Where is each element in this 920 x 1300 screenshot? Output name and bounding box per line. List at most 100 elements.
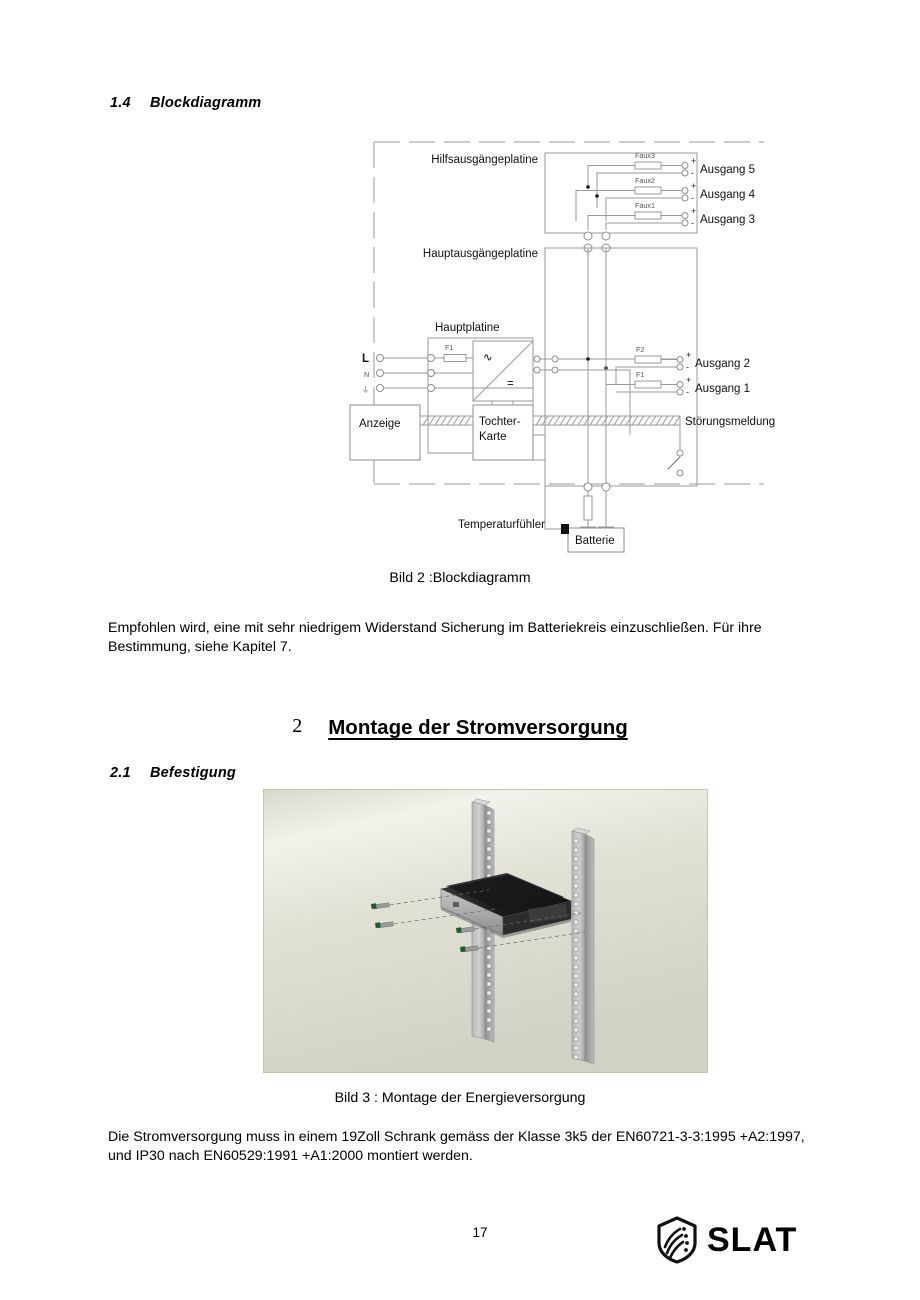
battery-terminal-plus <box>583 482 593 492</box>
converter-dc-minus <box>533 366 541 374</box>
board-earth-terminal <box>427 384 435 392</box>
mounting-screws <box>371 889 586 953</box>
aux1-fuse-symbol <box>634 211 662 220</box>
battery-terminal-minus <box>601 482 611 492</box>
aux1-fuse-label: Faux1 <box>635 201 655 210</box>
relay-contact-arm <box>667 456 681 470</box>
heading-1-4-title: Blockdiagramm <box>150 95 262 111</box>
aux-junction-2 <box>595 194 599 198</box>
heading-1-4-number: 1.4 <box>110 95 131 111</box>
output5-minus: - <box>691 168 694 178</box>
converter-diagonal <box>472 340 534 402</box>
main-output-board-box <box>544 247 698 487</box>
board-neutral-terminal <box>427 369 435 377</box>
output1-fuse-label: F1 <box>636 370 644 379</box>
output-board-in-plus <box>551 355 559 363</box>
slat-logo: SLAT <box>655 1216 797 1264</box>
aux1-return <box>605 222 685 230</box>
output4-minus: - <box>691 193 694 203</box>
paragraph-mounting-spec: Die Stromversorgung muss in einem 19Zoll… <box>108 1129 805 1164</box>
daughter-card-label-line2: Karte <box>479 431 507 443</box>
converter-dc-symbol: = <box>507 378 514 390</box>
paragraph-battery-fuse: Empfohlen wird, eine mit sehr niedrigem … <box>108 620 762 655</box>
converter-ac-symbol: ∿ <box>483 352 493 364</box>
battery-fuse-symbol <box>583 495 593 521</box>
output1-label: Ausgang 1 <box>695 383 750 395</box>
power-supply-unit <box>440 873 572 938</box>
output2-fuse-label: F2 <box>636 345 644 354</box>
aux2-fuse-symbol <box>634 186 662 195</box>
aux3-fuse-symbol <box>634 161 662 170</box>
aux2-return <box>605 197 685 221</box>
rack-mounting-illustration <box>263 789 708 1073</box>
heading-2-1-number: 2.1 <box>110 765 131 781</box>
output5-label: Ausgang 5 <box>700 164 755 176</box>
output-board-in-minus <box>551 366 559 374</box>
figure3-caption: Bild 3 : Montage der Energieversorgung <box>334 1090 586 1106</box>
output4-terminal-group: + - Ausgang 4 <box>681 181 756 203</box>
figure3-image <box>263 789 708 1073</box>
output2-terminal-group: + - Ausgang 2 <box>676 350 750 372</box>
output1-terminal-group: + - Ausgang 1 <box>676 375 750 397</box>
fault-signal-label: Störungsmeldung <box>685 416 775 428</box>
heading-chapter-2: 2 Montage der Stromversorgung <box>0 715 920 740</box>
rack-rail-right <box>571 827 595 1065</box>
aux-junction-1 <box>586 185 590 189</box>
output5-terminal-group: + - Ausgang 5 <box>681 156 755 178</box>
dc-minus-bus <box>558 369 631 435</box>
input-earth-label: ⏚ <box>362 385 369 394</box>
aux3-wire-in <box>587 165 635 187</box>
aux3-fuse-label: Faux3 <box>635 151 655 160</box>
aux-connector-right-top <box>601 231 611 241</box>
aux2-wire-in <box>575 190 635 221</box>
output2-fuse-symbol <box>634 355 662 364</box>
output2-minus: - <box>686 362 689 372</box>
heading-2-1-befestigung: 2.1 Befestigung <box>110 765 236 781</box>
output3-minus: - <box>691 218 694 228</box>
heading-1-4-blockdiagramm: 1.4 Blockdiagramm <box>110 95 261 111</box>
main-output-board-label: Hauptausgängeplatine <box>423 248 538 260</box>
temperature-sensor-label: Temperaturfühler <box>458 519 545 531</box>
chapter-2-title: Montage der Stromversorgung <box>328 716 628 739</box>
input-earth-terminal <box>376 384 384 392</box>
temperature-sensor-symbol <box>561 524 569 534</box>
figure2-caption: Bild 2 :Blockdiagramm <box>389 570 531 586</box>
aux1-wire-in <box>587 215 635 230</box>
output3-plus: + <box>691 206 696 216</box>
output1-minus: - <box>686 387 689 397</box>
display-label: Anzeige <box>359 418 401 430</box>
daughter-card-label-line1: Tochter- <box>479 416 521 428</box>
output2-plus: + <box>686 350 691 360</box>
main-fuse-label: F1 <box>445 343 453 352</box>
input-line-terminal <box>376 354 384 362</box>
chapter-2-number: 2 <box>292 715 303 737</box>
daughter-card-box <box>472 404 534 461</box>
slat-wordmark: SLAT <box>707 1221 798 1259</box>
battery-box <box>567 527 625 553</box>
aux-board-box <box>544 152 698 234</box>
converter-dc-plus <box>533 355 541 363</box>
converter-box <box>472 340 534 402</box>
main-board-label: Hauptplatine <box>435 322 500 334</box>
input-neutral-label: N <box>364 370 369 379</box>
aux-connector-left-top <box>583 231 593 241</box>
heading-2-1-title: Befestigung <box>150 765 236 781</box>
block-diagram-figure: Hilfsausgängeplatine Faux3 Faux2 Faux1 +… <box>349 141 775 553</box>
output2-label: Ausgang 2 <box>695 358 750 370</box>
output5-plus: + <box>691 156 696 166</box>
output3-label: Ausgang 3 <box>700 214 755 226</box>
board-line-terminal <box>427 354 435 362</box>
daughter-card-uplink <box>491 401 514 405</box>
input-neutral-terminal <box>376 369 384 377</box>
output1-plus: + <box>686 375 691 385</box>
display-box <box>349 404 421 461</box>
relay-node-top <box>676 449 684 457</box>
main-fuse-symbol <box>443 354 467 362</box>
input-line-label: L <box>362 353 369 365</box>
output3-terminal-group: + - Ausgang 3 <box>681 206 755 228</box>
output2-return <box>615 366 680 385</box>
relay-node-bottom <box>676 469 684 477</box>
page-number: 17 <box>472 1225 488 1240</box>
slat-shield-icon <box>657 1216 697 1264</box>
